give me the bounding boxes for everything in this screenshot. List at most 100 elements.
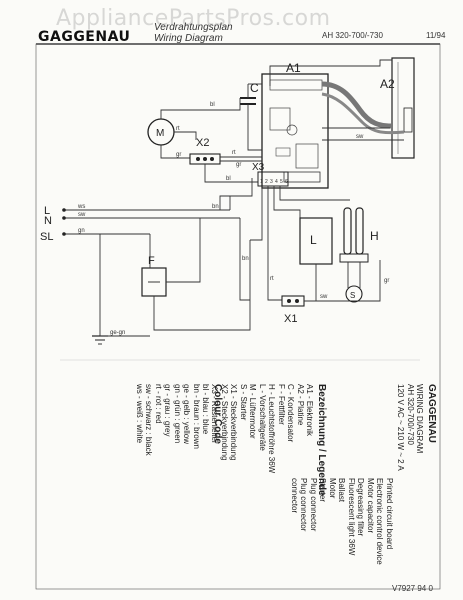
colour-code-item: sw - schwarz : black (144, 384, 154, 456)
a2-connector (403, 107, 413, 133)
wire-label: bl (226, 176, 231, 182)
lamp-tube-2 (355, 207, 364, 255)
header-article: AH 320-700/-730 (322, 31, 383, 40)
legend-de-item: M - Lüftermotor (248, 384, 258, 439)
colour-code-item: rt - rot : red (154, 384, 163, 424)
motor-lead-right (174, 131, 197, 140)
component-legend-en: GAGGENAU WIRING DIAGRAM AH 320-700/-730 … (396, 384, 438, 471)
x1-connector (281, 295, 305, 307)
wire-label: sw (320, 294, 328, 300)
wire-label: gn (78, 228, 85, 234)
capacitor-to-x3 (247, 140, 262, 151)
legend-en-item: Printed circuit board (385, 478, 394, 550)
x2-pin-3 (210, 157, 214, 161)
watermark: AppliancePartsPros.com (56, 6, 331, 31)
terminal-number: 6 (285, 179, 288, 185)
terminal-number: 4 (275, 179, 278, 185)
filter-to-n (166, 218, 201, 283)
x3-to-ballast (273, 186, 301, 240)
terminal-number: 2 (265, 179, 268, 185)
wire-label: sw (78, 212, 86, 218)
wire-label: bn (242, 256, 249, 262)
label-a1: A1 (286, 61, 301, 75)
wire-label: bn (212, 204, 219, 210)
legend-de-item: X3 - Rastenleiter (210, 384, 220, 444)
legend-en-brand: GAGGENAU (426, 384, 437, 443)
x1-pin-1 (287, 299, 291, 303)
label-x1: X1 (284, 313, 297, 325)
label-f: F (148, 255, 155, 267)
a1-small-part (275, 147, 291, 157)
legend-en-item: Electronic control device (375, 478, 385, 565)
x3-to-lamp (279, 186, 350, 201)
lamp-base (339, 253, 369, 263)
wire-label: rt (176, 126, 180, 132)
legend-en-model: AH 320-700/-730 (406, 384, 415, 445)
a1-connector-top (269, 79, 323, 91)
legend-en-rating: 120 V AC ~ 210 W ~ 2 A (396, 384, 406, 471)
colour-code-item: bn - braun : brown (192, 384, 201, 449)
colour-code-item: ge - gelb : yellow (182, 384, 192, 445)
label-h: H (370, 229, 379, 243)
drawing-number: V7927 94 0 (392, 584, 433, 593)
legend-en-title: WIRING DIAGRAM (415, 384, 425, 454)
legend-de-item: S - Starter (239, 384, 248, 421)
label-c: C (250, 81, 259, 95)
motor-lead-down (160, 145, 190, 159)
colour-code-item: gn - grün : green (173, 384, 182, 444)
x3-left-wire (219, 178, 253, 210)
terminal-number: 3 (270, 179, 273, 185)
legend-de-item: F - Fettfilter (277, 384, 286, 425)
mains-sl-terminal (62, 232, 66, 236)
legend-en-item: Starter (318, 478, 328, 503)
lamp-tube-1 (343, 207, 352, 255)
legend-en-item: Plug connector (309, 478, 318, 532)
colour-code-item: gr - grau : grey (163, 384, 173, 437)
legend-de-item: H - Leuchtstoffröhre 36W (267, 384, 277, 474)
x1-to-lamp (304, 260, 381, 302)
legend-de-item: L - Vorschaltgeräte (258, 384, 267, 451)
x2-pin-1 (196, 157, 200, 161)
label-l-ballast: L (310, 233, 317, 247)
label-x2: X2 (196, 137, 209, 149)
mains-n-riser (239, 218, 250, 301)
label-mains-l: L (44, 205, 50, 217)
colour-code-legend: Colour Code bl - blau : blue bn - braun … (135, 384, 223, 456)
a1-a2-wire-top (269, 59, 392, 86)
header-title-en: Wiring Diagram (154, 33, 223, 44)
mains-n-terminal (62, 216, 66, 220)
label-mains-sl: SL (40, 231, 53, 243)
legend-en-item: Motor (328, 478, 337, 499)
wire-label: ge-gn (110, 330, 125, 336)
a2-board (391, 57, 415, 159)
wire-label: gr (236, 162, 241, 168)
wire-label: gr (384, 278, 389, 284)
legend-en-item: Fluorescent light 36W (347, 478, 356, 556)
label-mains-n: N (44, 215, 52, 227)
mains-l-terminal (62, 208, 66, 212)
wire-label: rt (270, 276, 274, 282)
motor-to-capacitor (160, 98, 241, 119)
x3-down-wire-2 (267, 186, 282, 301)
wire-label: bl (210, 102, 215, 108)
legend-en-item: Plug connector (299, 478, 309, 532)
a1-chip (295, 143, 319, 169)
wire-label: sw (356, 134, 364, 140)
filter-return (153, 240, 251, 331)
x2-x3-wire-3 (204, 164, 258, 183)
legend-en-item: Ballast (337, 478, 347, 503)
a1-relay (269, 107, 291, 131)
component-legend-en-items: Printed circuit board Electronic control… (290, 478, 394, 565)
a1-a2-wire-bundle (321, 81, 393, 129)
legend-en-item: Motor capacitor (366, 478, 375, 534)
a1-component-round (286, 124, 298, 136)
header-title-de: Verdrahtungsplan (154, 22, 233, 33)
legend-en-item: connector (290, 478, 299, 514)
terminal-number: 1 (260, 179, 263, 185)
wire-label: gr (176, 152, 181, 158)
legend-de-item: X1 - Steckverbindung (229, 384, 239, 461)
drawing-frame (35, 43, 441, 590)
label-s: S (350, 291, 355, 300)
